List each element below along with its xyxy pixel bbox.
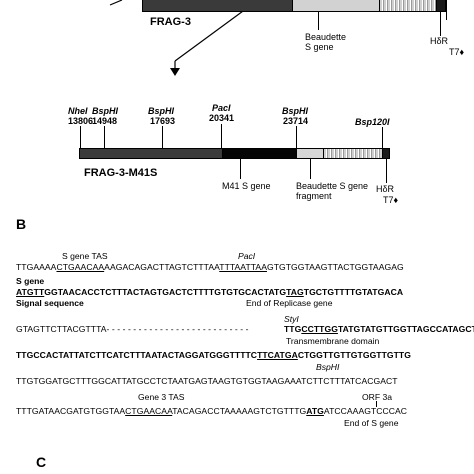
gene3-tas-label: Gene 3 TAS	[138, 392, 185, 402]
frag3-hdr-label: HδR	[430, 36, 449, 46]
site-bsphi-3-pos: 23714	[283, 116, 309, 126]
panel-c-letter: C	[36, 454, 47, 470]
sequence-line-1: TTGAAAACTGAACAAAAGACAGACTTAGTCTTTAATTTAA…	[16, 262, 404, 272]
sequence-line-4: TTGCCACTATTATCTTCATCTTTAATACTAGGATGGGTTT…	[16, 350, 411, 360]
frag3-gene-label-2: S gene	[305, 42, 334, 52]
m41s-bar-black	[222, 148, 297, 159]
sequence-line-5: TTGTGGATGCTTTGGCATTATGCCTCTAATGAGTAAGTGT…	[16, 376, 398, 386]
bsphi-label: BspHI	[316, 362, 340, 372]
m41s-bar-dark	[79, 148, 223, 159]
orf3a-label: ORF 3a	[362, 392, 393, 402]
styi-label: StyI	[284, 314, 299, 324]
paci-label: PacI	[238, 251, 256, 261]
sequence-line-6: TTTGATAACGATGTGGTAACTGAACAATACAGACCTAAAA…	[16, 406, 408, 416]
site-bsphi-2-tick	[162, 126, 163, 152]
site-paci-name: PacI	[212, 103, 231, 113]
frag3-bar-striped	[379, 0, 437, 12]
signal-sequence-label: Signal sequence	[16, 298, 84, 308]
site-bsp120i-tick	[382, 127, 383, 152]
sequence-line-3: GTAGTTCTTACGTTTA- - - - - - - - - - - - …	[16, 324, 249, 334]
frag3-t7-label: T7♦	[449, 47, 465, 57]
frag3-end-tick	[446, 0, 447, 20]
m41-s-gene-pointer	[240, 159, 241, 179]
m41-s-gene-label: M41 S gene	[222, 181, 271, 191]
site-bsphi-3-name: BspHI	[282, 106, 309, 116]
frag3-gene-pointer	[318, 12, 319, 30]
s-gene-label: S gene	[16, 276, 45, 286]
site-bsphi-2-pos: 17693	[150, 116, 176, 126]
site-bsphi-3-tick	[296, 126, 297, 152]
orf3a-arrow	[376, 401, 377, 407]
transmembrane-label: Transmembrane domain	[286, 336, 380, 346]
beaudette-fragment-label-2: fragment	[296, 191, 332, 201]
panel-b-letter: B	[16, 216, 27, 232]
site-nhei-pos: 13806	[68, 116, 94, 126]
panel-a-connector-lines	[109, 0, 259, 76]
frag3-bar-dark	[142, 0, 293, 12]
site-paci-pos: 20341	[209, 113, 235, 123]
m41s-label: FRAG-3-M41S	[84, 167, 158, 179]
beaudette-fragment-pointer	[310, 159, 311, 179]
site-bsp120i-name: Bsp120I	[355, 117, 390, 127]
m41s-bar-end	[382, 148, 390, 159]
site-nhei-tick	[80, 126, 81, 152]
m41s-hdr-pointer	[386, 159, 387, 183]
end-s-gene-label: End of S gene	[344, 418, 399, 428]
m41s-bar-light	[296, 148, 324, 159]
s-gene-tas-label: S gene TAS	[62, 251, 108, 261]
m41s-hdr-label: HδR	[376, 184, 395, 194]
frag3-label: FRAG-3	[150, 16, 191, 28]
site-nhei-name: NheI	[68, 106, 88, 116]
sequence-line-3-bold: TTGCCTTGGTATGTATGTTGGTTAGCCATAGCTT	[284, 324, 474, 334]
frag3-bar-light	[292, 0, 380, 12]
m41s-bar-striped	[323, 148, 383, 159]
site-bsphi-2-name: BspHI	[148, 106, 175, 116]
site-bsphi-1-tick	[104, 126, 105, 152]
sequence-line-2: ATGTTGGTAACACCTCTTTACTAGTGACTCTTTTGTGTGC…	[16, 287, 404, 297]
beaudette-fragment-label-1: Beaudette S gene	[296, 181, 369, 191]
frag3-hdr-pointer	[440, 12, 441, 36]
t7-arrow-icon: ♦	[459, 47, 465, 57]
frag3-gene-label-1: Beaudette	[305, 32, 347, 42]
m41s-t7-label: T7♦	[383, 195, 399, 205]
frag3-bar-end	[436, 0, 446, 12]
site-bsphi-1-pos: 14948	[92, 116, 118, 126]
site-bsphi-1-name: BspHI	[92, 106, 119, 116]
t7-arrow-icon: ♦	[393, 195, 399, 205]
end-replicase-label: End of Replicase gene	[246, 298, 333, 308]
site-paci-tick	[221, 124, 222, 152]
